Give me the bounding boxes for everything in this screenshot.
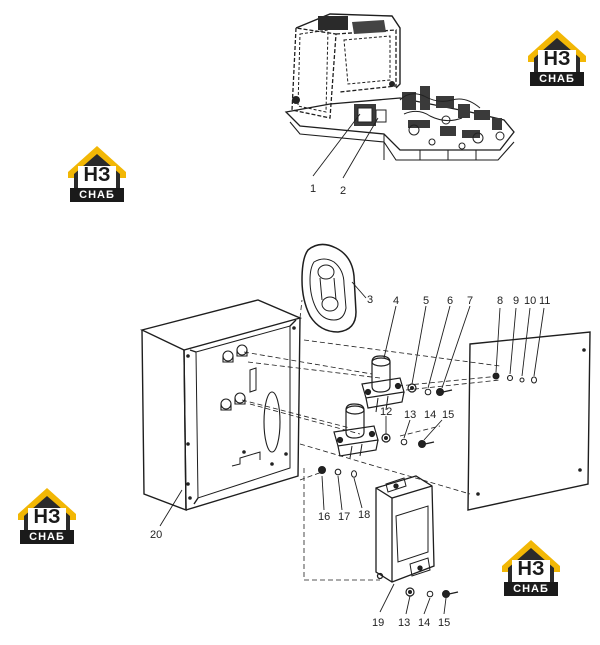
relay-part-12	[333, 403, 379, 459]
nz-snab-logo-icon: НЗ СНАБ	[498, 536, 564, 600]
callout-12: 12	[380, 406, 392, 418]
callout-14: 14	[424, 409, 436, 421]
logo-caption: СНАБ	[504, 582, 558, 596]
enclosure-box-part-20	[139, 299, 303, 527]
fasteners-8-11	[492, 307, 545, 384]
callout-18: 18	[358, 509, 370, 521]
callout-11: 11	[539, 295, 550, 307]
callout-13: 13	[404, 409, 416, 421]
nz-snab-logo-icon: НЗ СНАБ	[524, 26, 590, 90]
callout-19: 19	[372, 617, 384, 629]
logo-caption: СНАБ	[20, 530, 74, 544]
relay-part-4	[361, 305, 405, 413]
callout-3: 3	[367, 294, 373, 306]
logo-mark-text: НЗ	[33, 506, 61, 528]
callout-17: 17	[338, 511, 350, 523]
callout-13-lower: 13	[398, 617, 410, 629]
gasket-part-3	[301, 243, 367, 333]
callout-16: 16	[318, 511, 330, 523]
callout-5: 5	[423, 295, 429, 307]
callout-7: 7	[467, 295, 473, 307]
logo-mark-text: НЗ	[517, 558, 545, 580]
callout-8: 8	[497, 295, 503, 307]
callout-15-lower: 15	[438, 617, 450, 629]
fasteners-upper	[381, 305, 471, 448]
nz-snab-logo-icon: НЗ СНАБ	[14, 484, 80, 548]
logo-caption: СНАБ	[70, 188, 124, 202]
callout-20: 20	[150, 529, 162, 541]
callout-6: 6	[447, 295, 453, 307]
callout-14-lower: 14	[418, 617, 430, 629]
callout-15: 15	[442, 409, 454, 421]
fasteners-16-18	[318, 466, 363, 511]
cover-plate	[467, 331, 591, 511]
callout-1: 1	[310, 183, 316, 195]
controller-module-part-19	[375, 475, 435, 613]
nz-snab-logo-icon: НЗ СНАБ	[64, 142, 130, 206]
callout-9: 9	[513, 295, 519, 307]
logo-mark-text: НЗ	[543, 48, 571, 70]
callout-10: 10	[524, 295, 536, 307]
callout-2: 2	[340, 185, 346, 197]
fasteners-lower	[405, 587, 459, 615]
assembly-lines	[241, 299, 501, 581]
logo-mark-text: НЗ	[83, 164, 111, 186]
cab-assembly-drawing	[284, 13, 515, 179]
logo-caption: СНАБ	[530, 72, 584, 86]
callout-4: 4	[393, 295, 399, 307]
